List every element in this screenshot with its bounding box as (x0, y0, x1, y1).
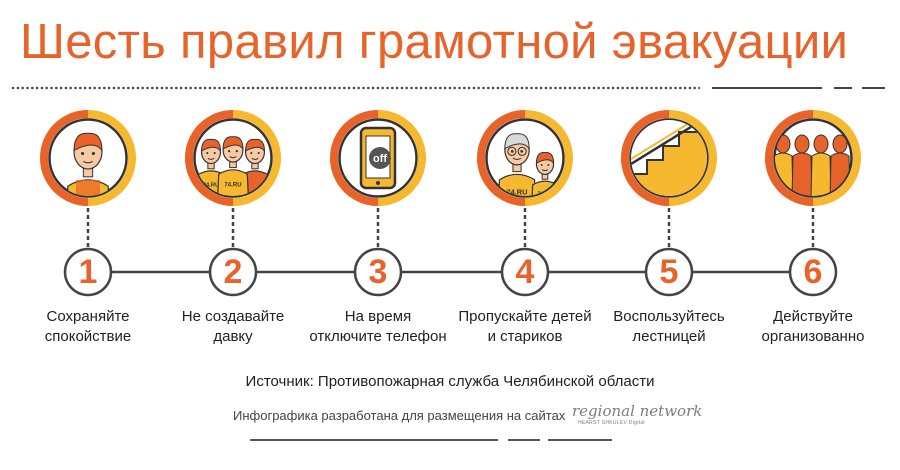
step-number: 2 (223, 253, 243, 291)
step-label-line2: организованно (761, 328, 865, 345)
step-1 (40, 110, 136, 297)
step-number: 6 (803, 253, 823, 291)
step-label-line2: и стариков (487, 328, 563, 345)
step-3: off (330, 110, 426, 297)
step-label: Действуйте организованно (738, 307, 888, 347)
credit-note: Инфографика разработана для размещения н… (233, 408, 566, 423)
step-number-circle (500, 247, 550, 297)
phone-off-icon: off (330, 110, 426, 206)
step-number-circle (353, 247, 403, 297)
svg-text:74.RU: 74.RU (507, 188, 528, 197)
step-label-line1: Воспользуйтесь (613, 308, 725, 325)
step-number-circle (788, 247, 838, 297)
step-number-circle (208, 247, 258, 297)
calm-person-icon (40, 110, 136, 206)
brand-logo: regional network HEARST SHKULEV Digital (572, 402, 703, 426)
source-note: Источник: Противопожарная служба Челябин… (245, 373, 655, 390)
brand-name: regional network (572, 402, 703, 420)
svg-text:74.RU: 74.RU (224, 182, 241, 188)
step-number: 4 (515, 253, 535, 291)
phone-off-label: off (373, 153, 387, 165)
brand-subtitle: HEARST SHKULEV Digital (578, 420, 645, 426)
crowd-icon: 74.RU 74.RU (185, 110, 281, 206)
step-number-circle (63, 247, 113, 297)
step-label-line1: Сохраняйте (46, 308, 130, 325)
step-number: 1 (78, 253, 98, 291)
svg-text:74.RU: 74.RU (203, 183, 219, 189)
step-label-line2: лестницей (632, 328, 706, 345)
step-label: Пропускайте детей и стариков (450, 307, 600, 347)
step-label-line2: отключите телефон (309, 328, 447, 345)
step-label-line1: На время (344, 308, 412, 325)
title-divider (12, 86, 885, 90)
step-label: Не создавайте давку (158, 307, 308, 347)
step-label: Воспользуйтесь лестницей (594, 307, 744, 347)
step-number: 5 (659, 253, 679, 291)
step-number: 3 (368, 253, 388, 291)
stairs-icon (621, 110, 717, 206)
step-2: 74.RU 74.RU (185, 110, 281, 297)
step-label-line1: Не создавайте (181, 308, 285, 325)
step-6 (765, 110, 861, 297)
page-title: Шесть правил грамотной эвакуации (20, 15, 849, 69)
step-label-line2: спокойствие (44, 328, 132, 345)
step-label-line1: Действуйте (773, 308, 853, 325)
step-label-line2: давку (213, 328, 253, 345)
step-number-circle (644, 247, 694, 297)
step-label: Сохраняйте спокойствие (13, 307, 163, 347)
queue-icon (765, 110, 861, 206)
step-5 (621, 110, 717, 297)
step-label: На время отключите телефон (303, 307, 453, 347)
step-label-line1: Пропускайте детей (458, 308, 592, 325)
